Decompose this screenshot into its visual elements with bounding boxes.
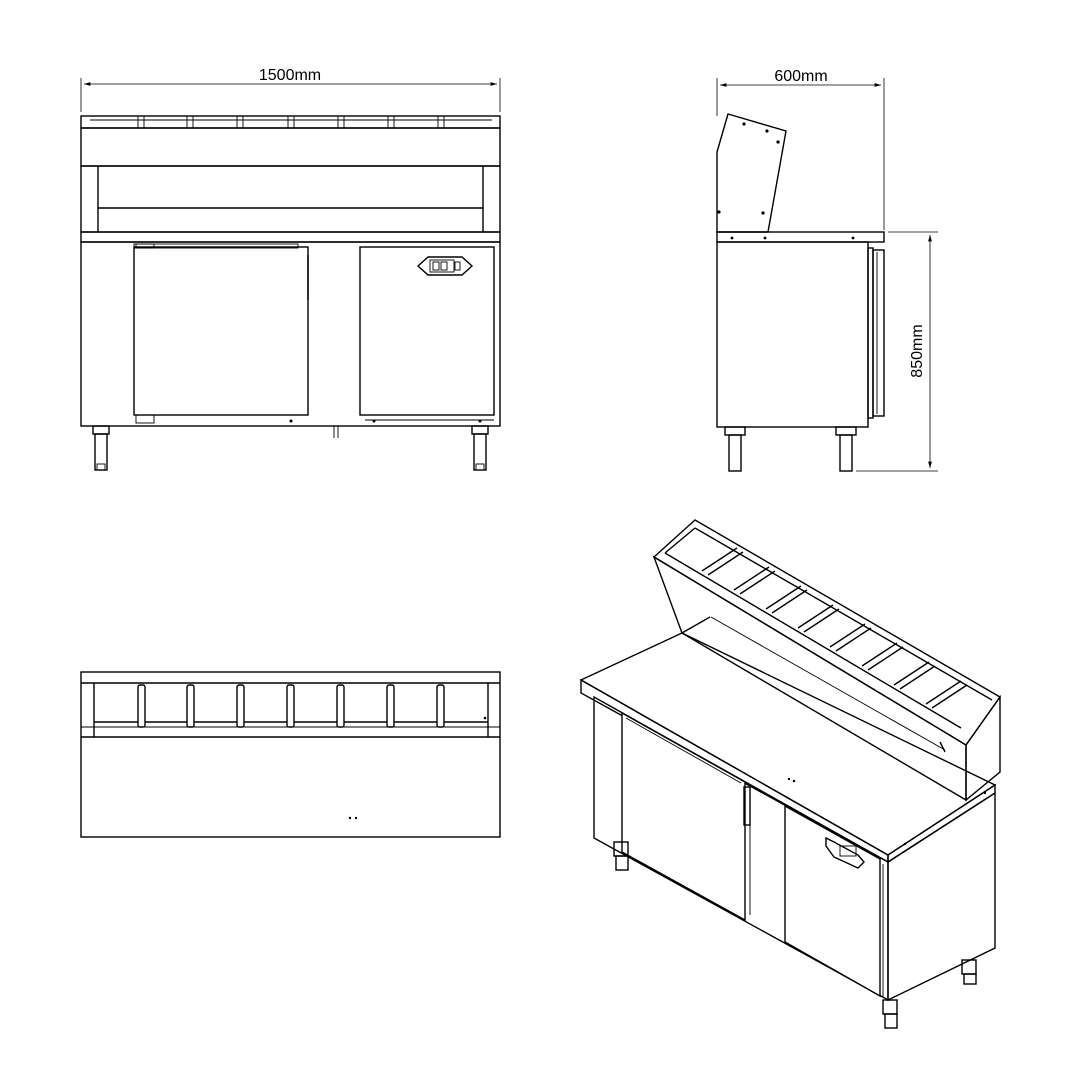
right-door: [359, 246, 495, 423]
side-view: 600mm 850mm: [716, 68, 938, 472]
isometric-legs: [613, 841, 977, 1029]
left-door: [133, 243, 309, 424]
width-label: 1500mm: [259, 67, 321, 84]
isometric-right-door: [784, 804, 884, 998]
front-legs: [92, 425, 489, 471]
front-view: 1500mm: [80, 67, 501, 471]
height-dimension: 850mm: [856, 231, 938, 472]
controller-icon: [416, 256, 474, 276]
top-view: [80, 671, 501, 838]
isometric-view: [579, 519, 1002, 1029]
topping-rail-dividers: [90, 115, 492, 129]
height-label: 850mm: [909, 324, 926, 377]
top-view-dividers: [137, 684, 445, 728]
isometric-left-door: [621, 711, 751, 922]
width-dimension: 1500mm: [80, 67, 501, 112]
depth-dimension: 600mm: [716, 68, 885, 230]
isometric-rail-dividers: [701, 547, 968, 709]
depth-label: 600mm: [774, 68, 827, 85]
